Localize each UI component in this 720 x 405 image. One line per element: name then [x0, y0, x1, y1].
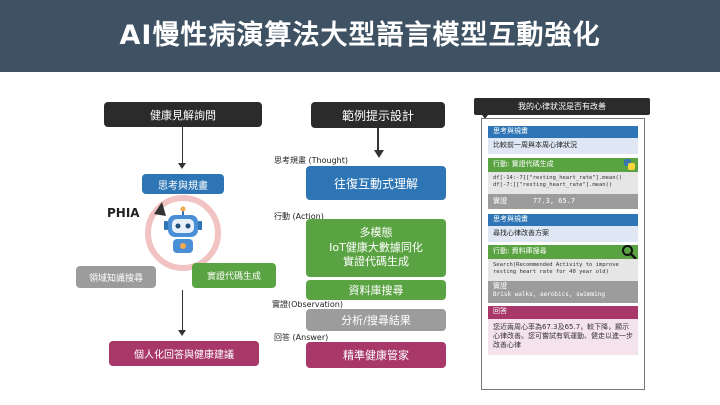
label-observation: 實證(Observation)	[272, 300, 343, 309]
page-title: AI慢性病演算法大型語言模型互動強化	[119, 20, 601, 51]
python-icon	[624, 159, 635, 170]
bubble-tail	[480, 112, 490, 119]
obs2-block: 實證 Brisk walks, aerobics, swimming	[488, 281, 638, 303]
action-line: 實證代碼生成	[343, 255, 409, 269]
answer-title: 回答	[488, 306, 638, 319]
phia-label: PHIA	[107, 206, 140, 220]
action1-title: 行動: 實證代碼生成	[488, 158, 638, 172]
connector-line	[182, 290, 183, 330]
health-insight-query-box: 健康見解詢問	[104, 102, 262, 127]
think1-title: 思考與規畫	[488, 126, 638, 138]
action2-query: Search(Recommended Activity to improve r…	[488, 259, 638, 281]
obs1-value: 77.3, 65.7	[533, 196, 576, 205]
answer-box: 精準健康管家	[306, 342, 446, 368]
action-line: 多模態	[359, 225, 393, 239]
prompt-design-header: 範例提示設計	[311, 102, 445, 128]
analysis-result-box: 分析/搜尋結果	[306, 309, 446, 331]
obs2-value: Brisk walks, aerobics, swimming	[493, 291, 605, 299]
title-bar: AI慢性病演算法大型語言模型互動強化	[0, 0, 720, 72]
domain-knowledge-search-box: 領域知識搜尋	[76, 266, 156, 288]
action-box: 多模態 IoT健康大數據同化 實證代碼生成	[306, 219, 446, 277]
cycle-ring	[145, 195, 221, 271]
answer-body: 您近兩周心率為67.3及65.7，較下降，顯示心律改善。您可嘗試有氧運動、健走以…	[488, 319, 638, 355]
arrow-down-icon	[374, 150, 384, 158]
action1-code: df[-14:-7]["resting_heart_rate"].mean() …	[488, 172, 638, 194]
connector-line	[182, 127, 183, 164]
arrow-down-icon	[178, 163, 186, 169]
label-thought: 思考規畫 (Thought)	[274, 156, 348, 165]
code-line: df[-7:]["resting_heart_rate"].mean()	[493, 182, 613, 189]
label-answer: 回答 (Answer)	[274, 333, 329, 342]
obs2-label: 實證	[493, 282, 507, 290]
ring-circle	[145, 195, 221, 271]
think-plan-box: 思考與規畫	[142, 174, 224, 194]
connector-line	[377, 128, 379, 150]
action-line: IoT健康大數據同化	[329, 240, 423, 254]
robot-icon	[164, 206, 202, 253]
label-action: 行動 (Action)	[274, 212, 324, 221]
action2-title: 行動: 資料庫搜尋	[488, 245, 638, 259]
personalized-answer-box: 個人化回答與健康建議	[109, 341, 259, 366]
think2-title: 思考與規畫	[488, 214, 638, 226]
obs1-row: 實證 77.3, 65.7	[488, 194, 638, 209]
database-search-box: 資料庫搜尋	[306, 280, 446, 300]
evidence-code-gen-box: 實證代碼生成	[192, 263, 276, 288]
ring-arrow-icon	[154, 202, 166, 216]
code-line: df[-14:-7]["resting_heart_rate"].mean()	[493, 175, 623, 181]
think2-body: 尋找心律改善方案	[488, 226, 638, 242]
question-bubble: 我的心律狀況是否有改善	[474, 98, 650, 115]
thought-box: 往復互動式理解	[306, 166, 446, 200]
search-icon	[622, 245, 637, 260]
arrow-down-icon	[178, 330, 186, 336]
obs1-label: 實證	[493, 196, 507, 205]
think1-body: 比較前一周與本周心律狀況	[488, 138, 638, 154]
